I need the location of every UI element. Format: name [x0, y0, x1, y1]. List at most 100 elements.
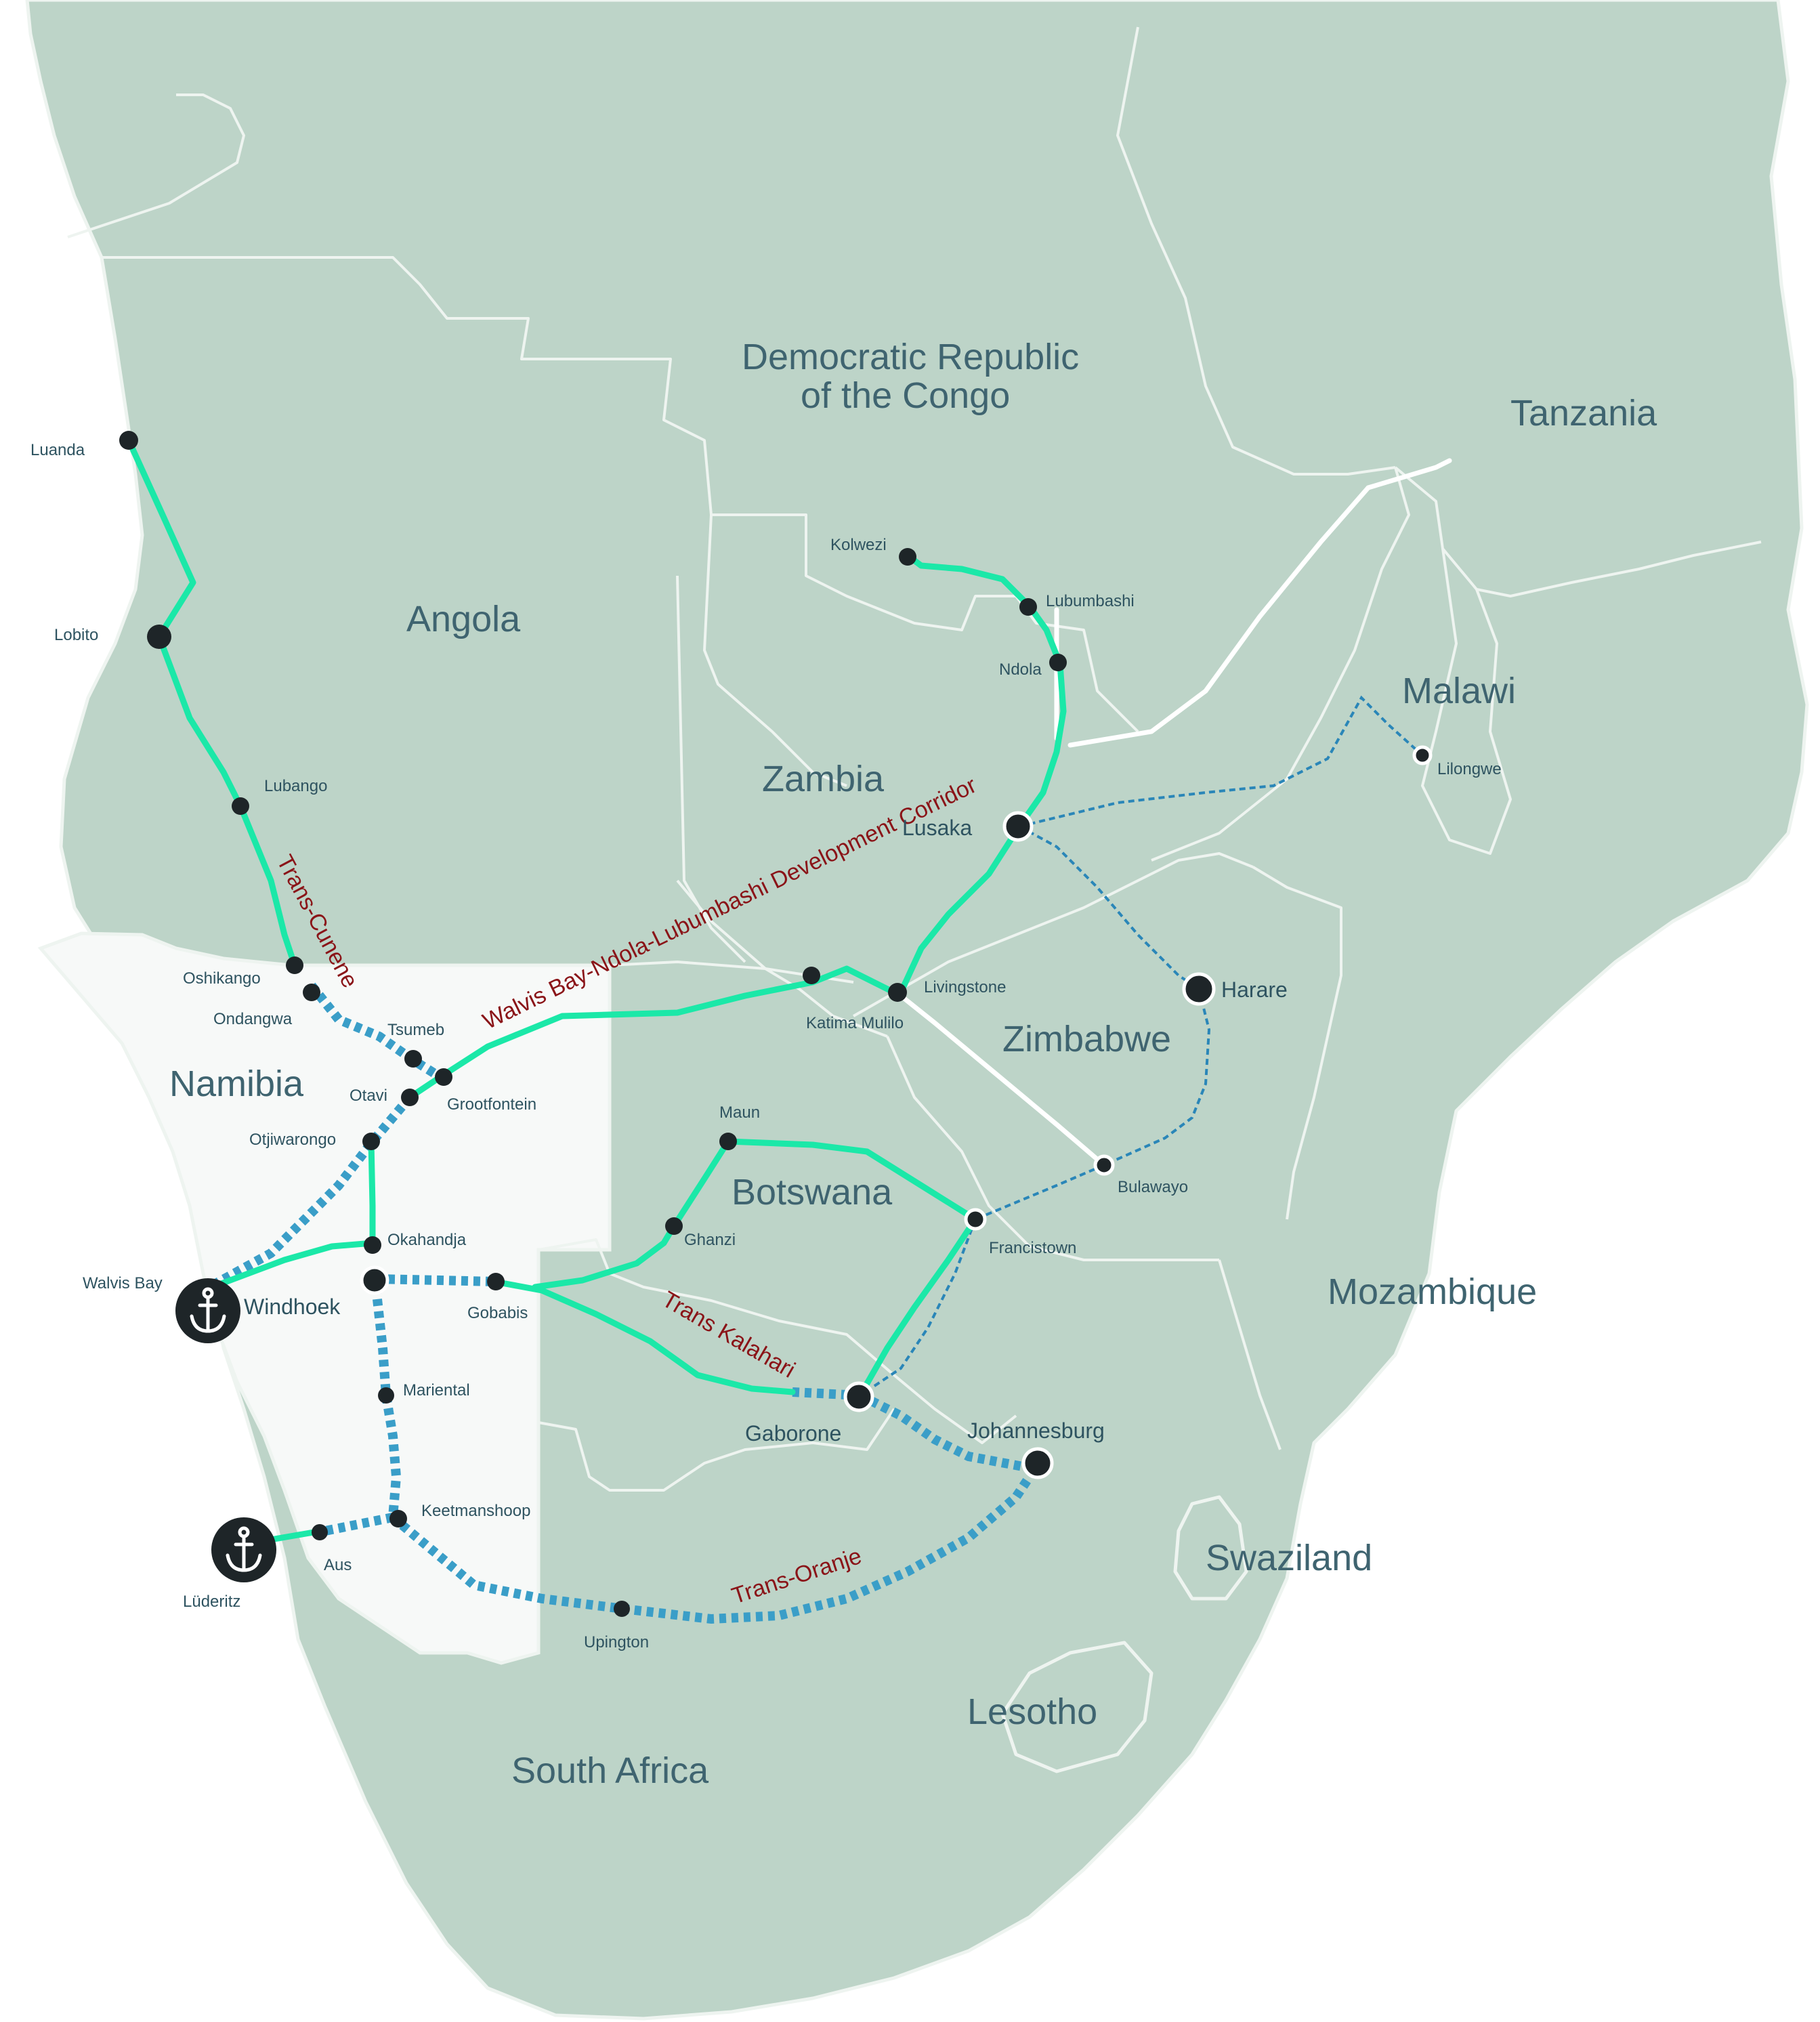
rail-livingstone-bulawayo — [898, 993, 1107, 1168]
city-dot-gobabis — [487, 1273, 505, 1290]
rail-lusaka-harare — [1019, 825, 1200, 990]
city-label-oshikango: Oshikango — [183, 969, 261, 988]
rail-walvis-ndola — [437, 965, 904, 1080]
city-label-ondangwa: Ondangwa — [213, 1010, 293, 1028]
border-tanzania — [1394, 466, 1762, 597]
rail-maun-francistown — [725, 1138, 979, 1223]
country-borders — [40, 26, 1762, 1492]
border-sa-internal — [538, 1408, 895, 1492]
rail-ndola-lubumbashi — [1026, 603, 1063, 667]
border-mozambique-sa — [1218, 1259, 1282, 1450]
city-dot-keetmanshoop — [389, 1510, 407, 1528]
city-label-otjiwarongo: Otjiwarongo — [249, 1131, 336, 1149]
city-dot-luanda — [119, 431, 138, 450]
rail-livingstone-lusaka — [897, 823, 1023, 996]
country-label-drc-line2: of the Congo — [801, 375, 1010, 416]
border-zimbabwe-mozambique — [1252, 866, 1342, 1220]
border-malawi — [1421, 548, 1512, 855]
city-label-lubumbashi: Lubumbashi — [1046, 592, 1135, 610]
city-label-luderitz: Lüderitz — [183, 1593, 240, 1611]
city-dot-ndola — [1049, 654, 1067, 671]
city-dot-kolwezi — [899, 548, 916, 566]
city-label-maun: Maun — [719, 1103, 760, 1122]
rail-lubumbashi-kolwezi — [904, 552, 1033, 610]
city-dot-tsumeb — [404, 1050, 422, 1068]
rail-bulawayo-francistown — [975, 1164, 1105, 1221]
border-botswana-sa — [538, 1238, 1017, 1444]
city-label-okahandja: Okahandja — [387, 1231, 467, 1249]
city-label-gaborone: Gaborone — [745, 1421, 841, 1446]
city-label-tsumeb: Tsumeb — [387, 1021, 444, 1039]
rail-harare-bulawayo — [1103, 988, 1211, 1166]
city-label-johannesburg: Johannesburg — [967, 1418, 1105, 1443]
city-dot-lubumbashi — [1019, 598, 1037, 616]
country-label-lesotho: Lesotho — [967, 1691, 1097, 1732]
country-label-drc-line1: Democratic Republic — [742, 337, 1079, 377]
country-label-mozambique: Mozambique — [1328, 1271, 1537, 1312]
city-label-lubango: Lubango — [264, 777, 327, 795]
rail-gobabis-ghanzi — [532, 1223, 677, 1290]
country-label-south-africa: South Africa — [511, 1750, 709, 1791]
namibia-region — [37, 931, 612, 1665]
border-drc-east — [1116, 26, 1396, 476]
country-labels: Angola Democratic Republic of the Congo … — [169, 337, 1657, 1791]
city-dot-francistown — [964, 1208, 987, 1231]
city-dot-livingstone — [888, 983, 907, 1002]
city-dot-harare — [1182, 972, 1216, 1006]
city-label-mariental: Mariental — [403, 1381, 470, 1399]
rail-ghanzi-maun — [671, 1138, 732, 1229]
country-label-swaziland: Swaziland — [1206, 1538, 1372, 1578]
city-label-harare: Harare — [1221, 977, 1288, 1002]
port-walvis-bay — [175, 1278, 240, 1343]
city-dot-okahandja — [364, 1236, 381, 1254]
border-botswana-zimbabwe — [886, 1036, 1219, 1261]
rail-lusaka-lilongwe — [1019, 695, 1424, 828]
city-label-luanda: Luanda — [30, 441, 85, 459]
rail-okahandja-walvis — [200, 1240, 376, 1294]
rail-trans-cunene — [125, 437, 298, 969]
city-dot-lubango — [232, 797, 249, 815]
rail-tazara — [1067, 458, 1452, 748]
country-label-namibia: Namibia — [169, 1063, 304, 1104]
city-dot-lilongwe — [1412, 745, 1433, 765]
city-label-upington: Upington — [584, 1633, 649, 1651]
city-label-lilongwe: Lilongwe — [1437, 760, 1502, 778]
lesotho-region — [1000, 1641, 1154, 1773]
rail-trans-oranje — [389, 1464, 1040, 1624]
anchor-icon — [226, 1526, 262, 1572]
city-label-bulawayo: Bulawayo — [1118, 1178, 1188, 1196]
rail-otjiwarongo-okahandja — [368, 1138, 376, 1250]
country-label-angola: Angola — [406, 599, 521, 639]
city-label-otavi: Otavi — [350, 1087, 387, 1105]
city-label-katima-mulilo: Katima Mulilo — [806, 1014, 904, 1032]
rail-gobabis-gaborone — [491, 1278, 796, 1395]
rail-oshikango-grootfontein — [308, 982, 443, 1081]
border-zambia-zimbabwe — [853, 852, 1254, 1017]
city-label-lobito: Lobito — [54, 626, 98, 644]
city-dot-otjiwarongo — [362, 1133, 380, 1150]
border-zambia-malawi — [1151, 467, 1410, 862]
city-dot-grootfontein — [435, 1068, 452, 1086]
city-label-livingstone: Livingstone — [924, 978, 1006, 996]
city-dot-upington — [614, 1601, 630, 1617]
city-dot-maun — [719, 1133, 737, 1150]
city-label-walvis-bay: Walvis Bay — [83, 1274, 163, 1292]
country-label-zambia: Zambia — [762, 759, 885, 799]
city-dot-katima-mulilo — [803, 967, 820, 984]
rail-windhoek-gobabis — [375, 1274, 495, 1286]
port-luderitz — [211, 1517, 276, 1582]
rail-windhoek-keetmanshoop — [371, 1286, 402, 1518]
anchor-icon — [190, 1287, 226, 1333]
rail-otavi-walvisbay — [200, 1094, 414, 1295]
country-label-tanzania: Tanzania — [1510, 393, 1657, 434]
city-dot-bulawayo — [1093, 1154, 1115, 1176]
city-dot-johannesburg — [1021, 1447, 1054, 1479]
city-dot-ghanzi — [665, 1217, 683, 1235]
city-dot-lusaka — [1002, 811, 1034, 842]
country-label-malawi: Malawi — [1402, 671, 1516, 711]
city-dot-windhoek — [360, 1265, 389, 1295]
city-dot-mariental — [378, 1387, 394, 1404]
city-label-windhoek: Windhoek — [244, 1294, 341, 1319]
city-label-keetmanshoop: Keetmanshoop — [421, 1502, 530, 1520]
